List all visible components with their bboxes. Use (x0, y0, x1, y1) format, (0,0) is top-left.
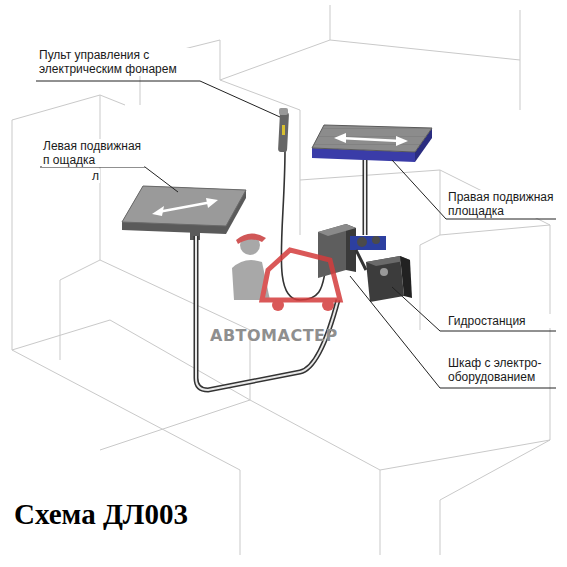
part-label: Пульт управления с электрическим фонарем (38, 48, 205, 76)
left-platform (122, 186, 246, 240)
diagram-title: Схема ДЛ003 (14, 498, 188, 531)
part-label: Левая подвижная п ощадка (42, 139, 144, 167)
part-label: Гидростанция (447, 314, 559, 328)
part-label: Шкаф с электро- оборудованием (447, 356, 549, 384)
watermark-icon (232, 233, 340, 311)
part-label: Правая подвижная площадка (447, 190, 559, 218)
right-platform (312, 125, 432, 162)
leader-lines (36, 81, 556, 388)
part-label: л (91, 169, 100, 183)
pit-wireframe (12, 5, 550, 555)
watermark: АВТОМАСТЕР (210, 326, 338, 345)
